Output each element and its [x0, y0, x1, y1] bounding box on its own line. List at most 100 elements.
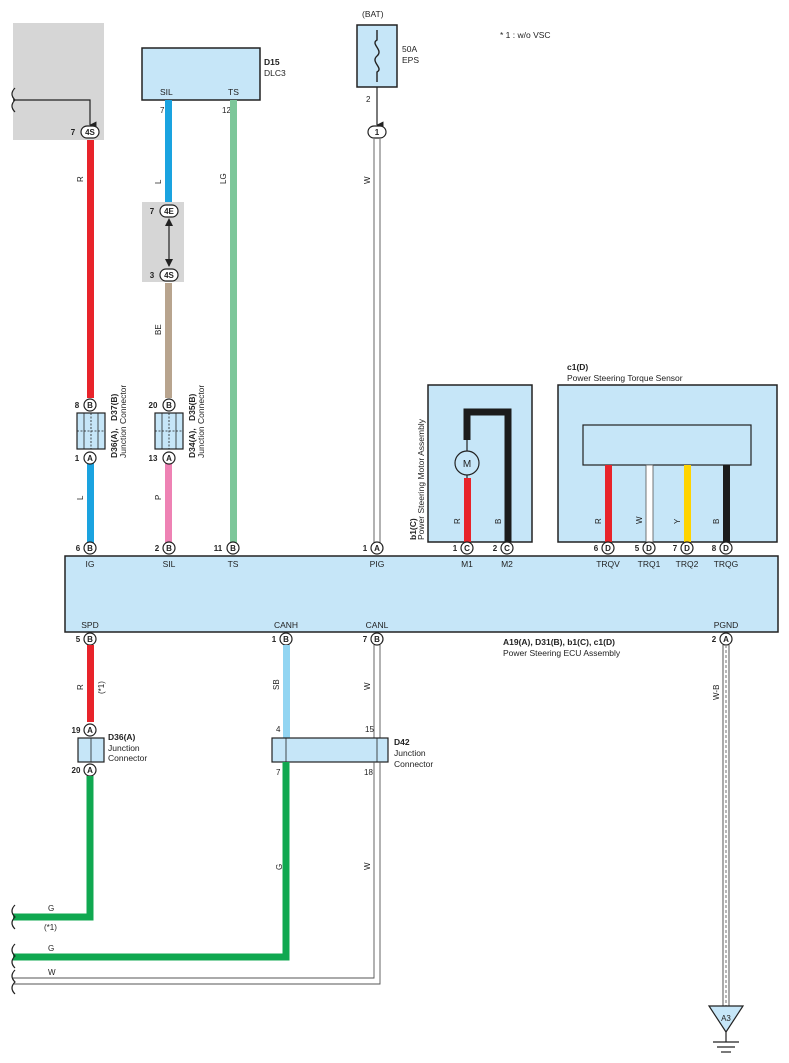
ecu-label-ts: TS: [228, 559, 239, 569]
wire-color-canl: W: [363, 682, 372, 690]
connector-code: 4S: [85, 128, 95, 137]
dlc3-name: DLC3: [264, 68, 286, 78]
pin-letter: B: [166, 544, 172, 553]
pin-number: 5: [635, 544, 640, 553]
ecu-label-trqg: TRQG: [714, 559, 739, 569]
pin-circle: [500, 541, 514, 555]
pin-circle: [460, 541, 474, 555]
wire-color-d42-g: G: [275, 864, 284, 870]
wire-trqv: [605, 465, 612, 542]
wire-color-m2: B: [494, 519, 503, 524]
pin-number: 2: [155, 544, 160, 553]
wire-color-ig-lower: L: [76, 495, 85, 500]
ecu-label-ig: IG: [86, 559, 95, 569]
wire-trq1: [645, 464, 654, 543]
wire-color-trq2: Y: [673, 518, 682, 524]
wire-sil-lower: [165, 463, 172, 544]
pin-number: 4: [276, 725, 281, 734]
shaded-region-ig: [13, 23, 104, 140]
pin-number: 1: [272, 635, 277, 644]
wire-color-sil-mid: BE: [154, 324, 163, 335]
ecu-label-trq1: TRQ1: [638, 559, 661, 569]
wire-break-icon: [11, 904, 16, 930]
wire-g2: [13, 762, 290, 961]
pin-circle: [370, 541, 384, 555]
pin-letter: D: [723, 544, 729, 553]
pin-number: 19: [72, 726, 81, 735]
ecu-label-m2: M2: [501, 559, 513, 569]
pin-circle: [370, 632, 384, 646]
pin-number: 7: [363, 635, 368, 644]
pin-number: 13: [149, 454, 158, 463]
junction-d36-d37-code-b: D37(B): [109, 393, 119, 421]
connector-ig-top: [80, 125, 100, 139]
pin-letter: A: [166, 454, 172, 463]
junction-d36-code: D36(A): [108, 732, 136, 742]
pin-circle: [719, 541, 733, 555]
ground-symbol-icon: [707, 1005, 745, 1034]
wire-spd: [87, 645, 94, 722]
dlc3-pin-sil-no: 7: [160, 106, 165, 115]
wire-ig-upper: [87, 140, 94, 398]
power-source-label: (BAT): [362, 9, 384, 19]
pin-circle: [83, 451, 97, 465]
ecu-label-pig: PIG: [370, 559, 385, 569]
pin-number: 1: [363, 544, 368, 553]
pin-circle: [162, 398, 176, 412]
wire-color-ts: LG: [219, 173, 228, 184]
wire-color-g1: G: [48, 904, 54, 913]
motor-icon: [454, 450, 480, 476]
wire-sil-mid: [165, 283, 172, 398]
arrow-down-icon: [165, 259, 173, 267]
junction-d42-box: [271, 737, 389, 763]
wire-color-pgnd: W-B: [712, 685, 721, 700]
arrow-up-icon: [165, 218, 173, 226]
pin-number: 1: [75, 454, 80, 463]
internal-wire: [13, 99, 97, 129]
wire-color-canh: SB: [272, 679, 281, 690]
motor-symbol: M: [463, 459, 471, 470]
ecu-box: [64, 555, 779, 633]
pin-letter: B: [374, 635, 380, 644]
connector-code: 4S: [164, 271, 174, 280]
ecu-label-canl: CANL: [366, 620, 389, 630]
pin-number: 7: [673, 544, 678, 553]
wire-color-w: W: [48, 968, 56, 977]
pin-number: 11: [214, 544, 223, 553]
pin-circle: [162, 541, 176, 555]
wire-break-icon: [11, 969, 16, 995]
dlc3-box: [141, 47, 261, 101]
ecu-label-trq2: TRQ2: [676, 559, 699, 569]
pin-letter: B: [87, 544, 93, 553]
pin-circle: [680, 541, 694, 555]
ground-code: A3: [721, 1014, 731, 1023]
wire-sil-upper: [165, 100, 172, 205]
pin-letter: D: [646, 544, 652, 553]
wire-color-spd: R: [76, 684, 85, 690]
pin-number: 3: [150, 271, 155, 280]
junction-d36-name-2: Connector: [108, 753, 147, 763]
pin-number: 2: [712, 635, 717, 644]
fuse-pin: 2: [366, 95, 371, 104]
ecu-label-trqv: TRQV: [596, 559, 620, 569]
pin-circle: [226, 541, 240, 555]
fuse-icon: [374, 30, 380, 82]
pin-letter: D: [684, 544, 690, 553]
wire-w: [13, 762, 375, 979]
pin-number: 7: [71, 128, 76, 137]
ecu-name: Power Steering ECU Assembly: [503, 648, 621, 658]
wire-color-trqv: R: [594, 518, 603, 524]
pin-number: 6: [594, 544, 599, 553]
wire-note-g1: (*1): [44, 923, 57, 932]
wire-color-d42-w: W: [363, 862, 372, 870]
pin-letter: B: [87, 401, 93, 410]
dlc3-code: D15: [264, 57, 280, 67]
pin-letter: D: [605, 544, 611, 553]
connector-bat-in: [367, 125, 387, 139]
motor-black-loop: [463, 408, 512, 542]
ecu-codes: A19(A), D31(B), b1(C), c1(D): [503, 637, 615, 647]
dlc3-pin-ts-no: 12: [222, 106, 231, 115]
junction-d36-d37-code-a: D36(A),: [109, 428, 119, 458]
wire-color-pig: W: [363, 176, 372, 184]
